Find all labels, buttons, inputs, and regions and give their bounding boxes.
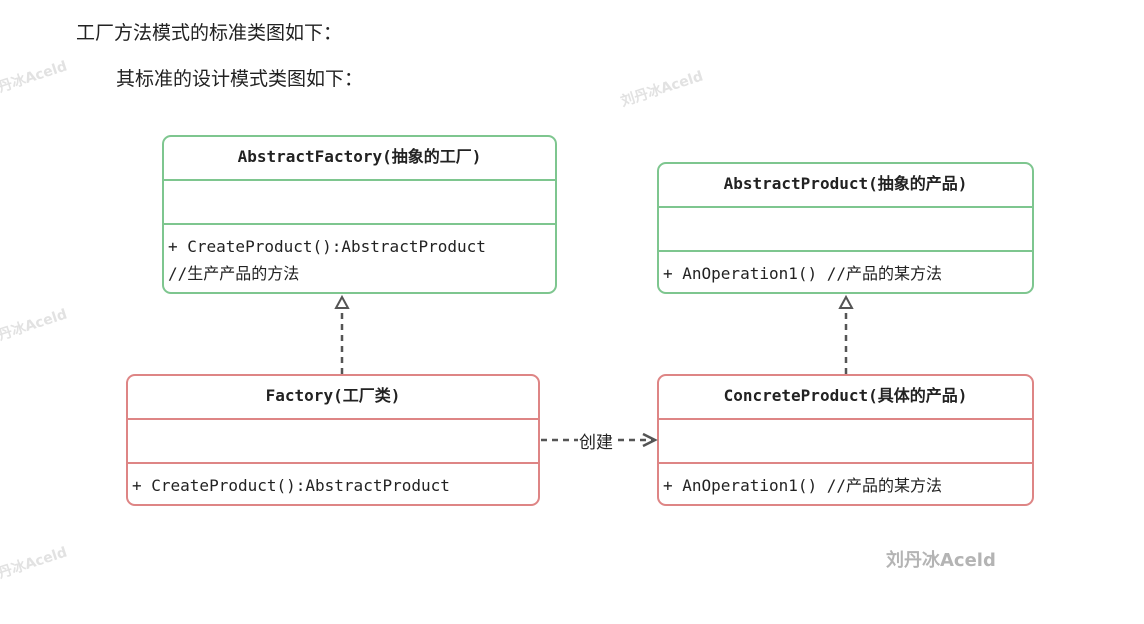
method-an-operation1: + AnOperation1() //产品的某方法 <box>663 264 943 283</box>
class-factory-methods: + CreateProduct():AbstractProduct <box>128 464 538 499</box>
method-an-operation1: + AnOperation1() //产品的某方法 <box>663 476 943 495</box>
class-concrete-product-methods: + AnOperation1() //产品的某方法 <box>659 464 1032 499</box>
class-factory-attributes <box>128 420 538 464</box>
class-factory-title: Factory(工厂类) <box>128 376 538 420</box>
create-relation-label: 创建 <box>578 428 614 453</box>
method-create-product: + CreateProduct():AbstractProduct <box>132 476 450 495</box>
class-concrete-product-attributes <box>659 420 1032 464</box>
class-abstract-factory-methods: + CreateProduct():AbstractProduct //生产产品… <box>164 225 555 287</box>
method-comment: //生产产品的方法 <box>168 264 300 283</box>
class-factory[interactable]: Factory(工厂类) + CreateProduct():AbstractP… <box>126 374 540 506</box>
class-abstract-product-methods: + AnOperation1() //产品的某方法 <box>659 252 1032 287</box>
realization-arrowhead-factory <box>334 294 350 309</box>
intro-text-factory-method: 工厂方法模式的标准类图如下： <box>76 22 343 44</box>
class-abstract-factory-title: AbstractFactory(抽象的工厂) <box>164 137 555 181</box>
realization-arrowhead-product <box>838 294 854 309</box>
class-abstract-factory-attributes <box>164 181 555 225</box>
class-abstract-product-title: AbstractProduct(抽象的产品) <box>659 164 1032 208</box>
intro-text-design-pattern: 其标准的设计模式类图如下： <box>116 68 364 90</box>
method-create-product: + CreateProduct():AbstractProduct <box>168 237 486 256</box>
class-abstract-product[interactable]: AbstractProduct(抽象的产品) + AnOperation1() … <box>657 162 1034 294</box>
create-dependency-arrowhead <box>642 432 658 448</box>
class-abstract-factory[interactable]: AbstractFactory(抽象的工厂) + CreateProduct()… <box>162 135 557 294</box>
class-abstract-product-attributes <box>659 208 1032 252</box>
class-concrete-product[interactable]: ConcreteProduct(具体的产品) + AnOperation1() … <box>657 374 1034 506</box>
watermark-signature: 刘丹冰Aceld <box>886 550 996 571</box>
class-concrete-product-title: ConcreteProduct(具体的产品) <box>659 376 1032 420</box>
